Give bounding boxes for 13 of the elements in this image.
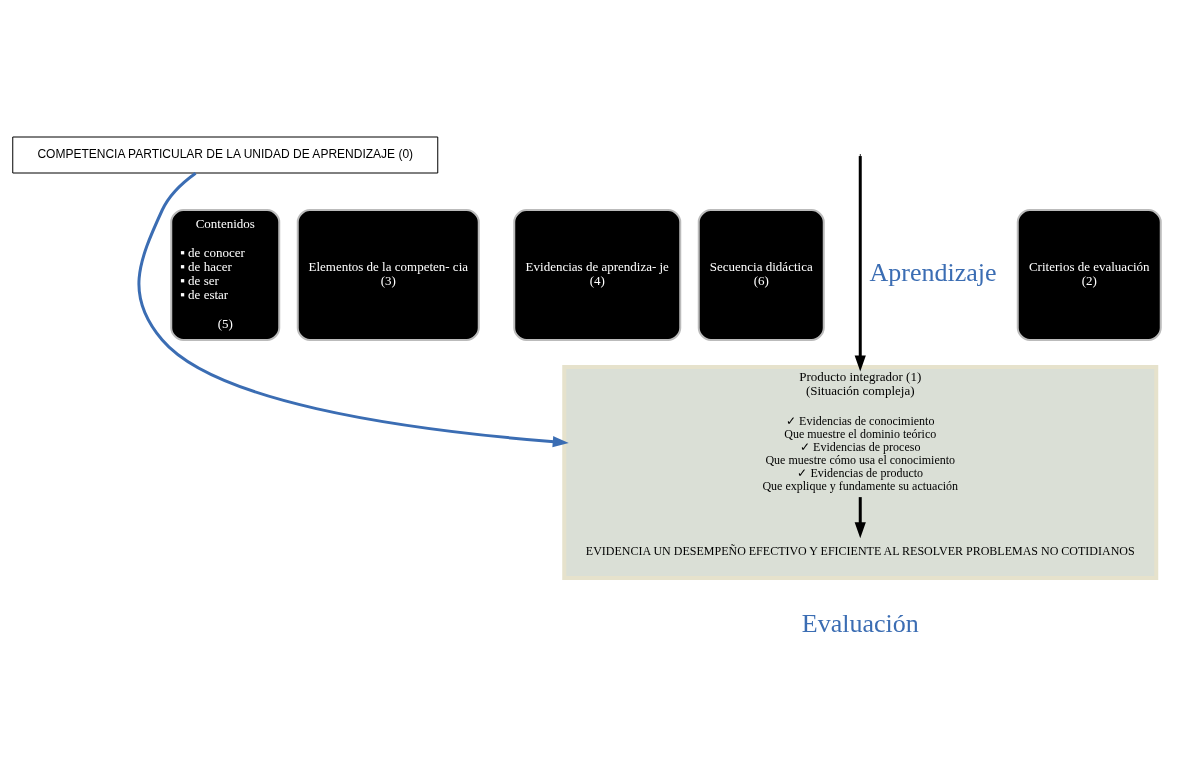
node-box: Secuencia didáctica (6) <box>697 209 825 341</box>
arrow <box>854 497 866 539</box>
node-text: EVIDENCIA UN DESEMPEÑO EFECTIVO Y EFICIENTE AL RESOLVER PROBLEMAS NO COTIDIANOS <box>585 544 1135 559</box>
node-box: Elementos de la competen- cia (3) <box>296 209 480 341</box>
label: Evaluación <box>801 608 919 638</box>
edge-label: Aprendizaje <box>869 258 997 288</box>
node-box: Criterios de evaluación (2) <box>1016 209 1162 341</box>
node-box: Evidencias de aprendiza- je (4) <box>513 209 682 341</box>
node-box: COMPETENCIA PARTICULAR DE LA UNIDAD DE APRENDIZAJE (0) <box>12 136 439 174</box>
arrow <box>137 171 569 448</box>
node-box: Contenidos ▪ de conocer ▪ de hacer ▪ de ser ▪ de estar (5) <box>170 209 281 341</box>
arrow <box>854 156 866 372</box>
node-text: ✓ Evidencias de conocimiento Que muestre el dominio teórico ✓ Evidencias de proceso Que muestre cómo usa el conocimiento ✓ Evidencias de producto Que explique y fundamente su actuación <box>762 413 959 493</box>
